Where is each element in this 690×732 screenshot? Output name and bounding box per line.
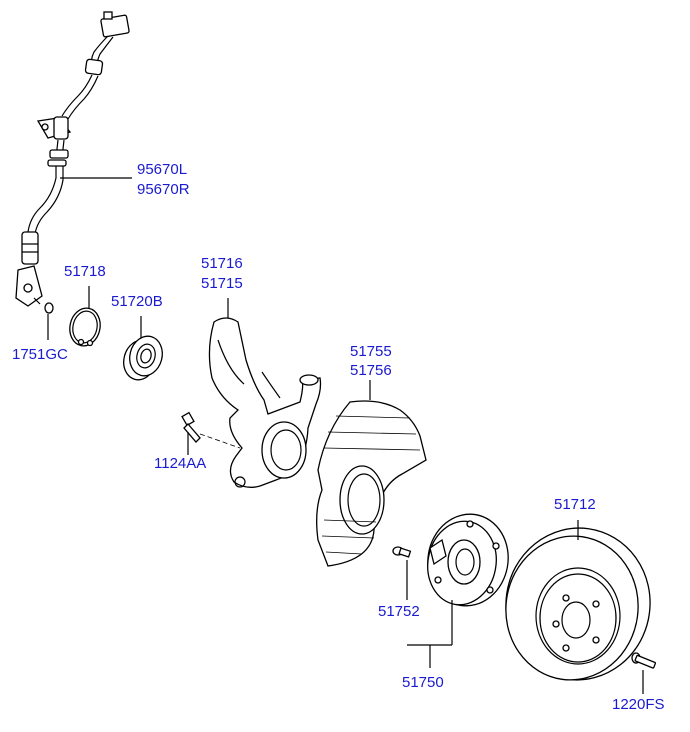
o-ring[interactable] bbox=[44, 302, 54, 340]
wheel-hub[interactable] bbox=[421, 508, 516, 645]
label-51756[interactable]: 51756 bbox=[350, 362, 392, 379]
label-95670l[interactable]: 95670L bbox=[137, 161, 188, 178]
label-51750[interactable]: 51750 bbox=[402, 674, 444, 691]
label-51716[interactable]: 51716 bbox=[201, 255, 243, 272]
label-51755[interactable]: 51755 bbox=[350, 343, 392, 360]
label-51712[interactable]: 51712 bbox=[554, 496, 596, 513]
label-51720b[interactable]: 51720B bbox=[111, 293, 163, 310]
wheel-speed-sensor[interactable] bbox=[15, 11, 130, 307]
snap-ring[interactable] bbox=[66, 286, 103, 349]
hub-bolt[interactable] bbox=[392, 546, 412, 600]
label-51718[interactable]: 51718 bbox=[64, 263, 106, 280]
label-95670r[interactable]: 95670R bbox=[137, 181, 190, 198]
label-51715[interactable]: 51715 bbox=[201, 275, 243, 292]
label-1220fs[interactable]: 1220FS bbox=[612, 696, 665, 713]
hub-assy-bracket bbox=[407, 644, 452, 668]
bearing[interactable] bbox=[119, 316, 166, 383]
disc-screw[interactable] bbox=[631, 652, 657, 694]
label-51752[interactable]: 51752 bbox=[378, 603, 420, 620]
brake-disc[interactable] bbox=[496, 519, 660, 690]
knuckle-bolt[interactable] bbox=[181, 411, 241, 455]
steering-knuckle[interactable] bbox=[208, 298, 322, 488]
label-1124aa[interactable]: 1124AA bbox=[154, 455, 207, 472]
label-1751gc[interactable]: 1751GC bbox=[12, 346, 68, 363]
dust-cover[interactable] bbox=[316, 380, 427, 567]
